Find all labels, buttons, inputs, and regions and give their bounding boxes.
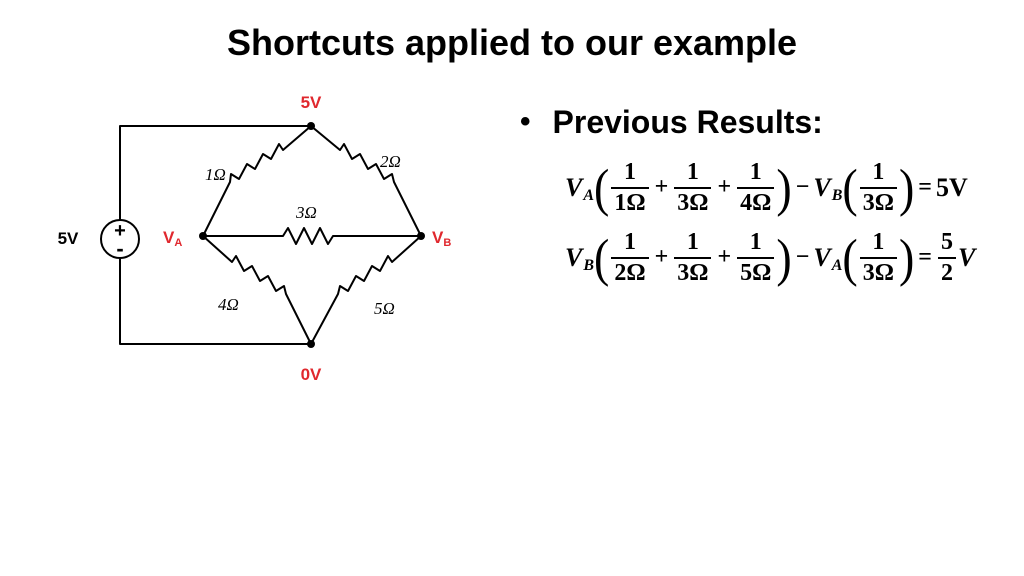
eq2-frac-4-num: 1 bbox=[872, 229, 885, 255]
eq1-minus: − bbox=[795, 174, 810, 200]
eq2-var-2-sub: A bbox=[831, 256, 843, 274]
eq2-frac-3-num: 1 bbox=[749, 229, 762, 255]
eq2-frac-3: 1 5Ω bbox=[737, 229, 775, 285]
eq1-frac-1-den: 1Ω bbox=[611, 187, 649, 215]
circuit-diagram: + - 5V 0V 5V VA VB 1Ω 2Ω 3Ω 4Ω 5Ω bbox=[58, 93, 452, 384]
eq1-frac-2-den: 3Ω bbox=[674, 187, 712, 215]
eq2-rhs-frac: 5 2 bbox=[937, 229, 956, 285]
eq1-paren2-close: ) bbox=[898, 157, 915, 217]
eq2-var-2: V bbox=[813, 242, 831, 272]
eq1-frac-2: 1 3Ω bbox=[674, 159, 712, 215]
eq2-frac-2-den: 3Ω bbox=[674, 257, 712, 285]
eq2-plus-1: + bbox=[654, 244, 669, 270]
eq2-frac-1-den: 2Ω bbox=[611, 257, 649, 285]
eq1-equals: = bbox=[918, 174, 932, 200]
eq1-frac-3-num: 1 bbox=[749, 159, 762, 185]
wire-bottom-left bbox=[119, 259, 311, 345]
eq1-frac-3: 1 4Ω bbox=[737, 159, 775, 215]
eq2-frac-1: 1 2Ω bbox=[611, 229, 649, 285]
eq2-frac-4-den: 3Ω bbox=[859, 257, 897, 285]
eq1-var-2: V bbox=[813, 172, 831, 202]
voltage-source bbox=[100, 219, 140, 259]
bullet-previous-results: • Previous Results: bbox=[520, 100, 823, 144]
eq2-frac-3-den: 5Ω bbox=[737, 257, 775, 285]
wire-top-left bbox=[119, 125, 311, 220]
eq1-frac-3-den: 4Ω bbox=[737, 187, 775, 215]
eq1-var-1-sub: A bbox=[583, 186, 595, 204]
node-a-dot bbox=[199, 232, 207, 240]
eq2-frac-2-num: 1 bbox=[686, 229, 699, 255]
eq2-equals: = bbox=[918, 244, 932, 270]
resistor-r4 bbox=[202, 235, 312, 345]
eq1-frac-4-den: 3Ω bbox=[859, 187, 897, 215]
eq1-var-1: V bbox=[565, 172, 583, 202]
eq2-minus: − bbox=[795, 244, 810, 270]
bottom-node-label: 0V bbox=[301, 365, 322, 384]
source-label: 5V bbox=[58, 229, 79, 248]
slide-title: Shortcuts applied to our example bbox=[226, 22, 798, 63]
eq1-rhs: 5V bbox=[935, 172, 968, 202]
resistor-r1 bbox=[202, 125, 312, 237]
eq2-rhs-den: 2 bbox=[937, 257, 956, 285]
eq2-plus-2: + bbox=[717, 244, 732, 270]
eq2-rhs-unit: V bbox=[957, 242, 976, 272]
eq1-frac-2-num: 1 bbox=[686, 159, 699, 185]
node-a-label: VA bbox=[163, 228, 182, 249]
resistor-r3 bbox=[203, 227, 421, 245]
bullet-text: Previous Results: bbox=[552, 103, 823, 140]
eq1-frac-4-num: 1 bbox=[872, 159, 885, 185]
resistor-r1-label: 1Ω bbox=[205, 165, 226, 184]
node-top-dot bbox=[307, 122, 315, 130]
eq2-paren2-close: ) bbox=[898, 227, 915, 287]
source-plus-sign: + bbox=[114, 220, 126, 242]
eq2-rhs-num: 5 bbox=[940, 229, 953, 255]
resistor-r5 bbox=[310, 235, 422, 345]
node-b-dot bbox=[417, 232, 425, 240]
eq1-paren2-open: ( bbox=[842, 157, 858, 217]
eq2-paren2-open: ( bbox=[842, 227, 858, 287]
node-b-label: VB bbox=[432, 228, 451, 249]
eq2-frac-4: 1 3Ω bbox=[859, 229, 897, 285]
eq1-frac-1-num: 1 bbox=[623, 159, 636, 185]
resistor-r2-label: 2Ω bbox=[380, 152, 401, 171]
eq1-plus-2: + bbox=[717, 174, 732, 200]
eq1-paren-open: ( bbox=[594, 157, 610, 217]
node-bottom-dot bbox=[307, 340, 315, 348]
eq1-paren-close: ) bbox=[776, 157, 792, 217]
eq1-frac-1: 1 1Ω bbox=[611, 159, 649, 215]
eq2-frac-1-num: 1 bbox=[623, 229, 636, 255]
eq2-paren-close: ) bbox=[776, 227, 792, 287]
source-minus-sign: - bbox=[116, 236, 123, 261]
resistor-r4-label: 4Ω bbox=[218, 295, 239, 314]
eq2-paren-open: ( bbox=[594, 227, 610, 287]
bullet-icon: • bbox=[520, 105, 531, 138]
top-node-label: 5V bbox=[301, 93, 322, 112]
eq2-var-1-sub: B bbox=[583, 256, 595, 274]
eq1-var-2-sub: B bbox=[831, 186, 843, 204]
eq1-frac-4: 1 3Ω bbox=[859, 159, 897, 215]
eq2-var-1: V bbox=[565, 242, 583, 272]
eq1-plus-1: + bbox=[654, 174, 669, 200]
eq2-frac-2: 1 3Ω bbox=[674, 229, 712, 285]
resistor-r2 bbox=[310, 125, 422, 237]
resistor-r5-label: 5Ω bbox=[374, 299, 395, 318]
resistor-r3-label: 3Ω bbox=[295, 203, 317, 222]
